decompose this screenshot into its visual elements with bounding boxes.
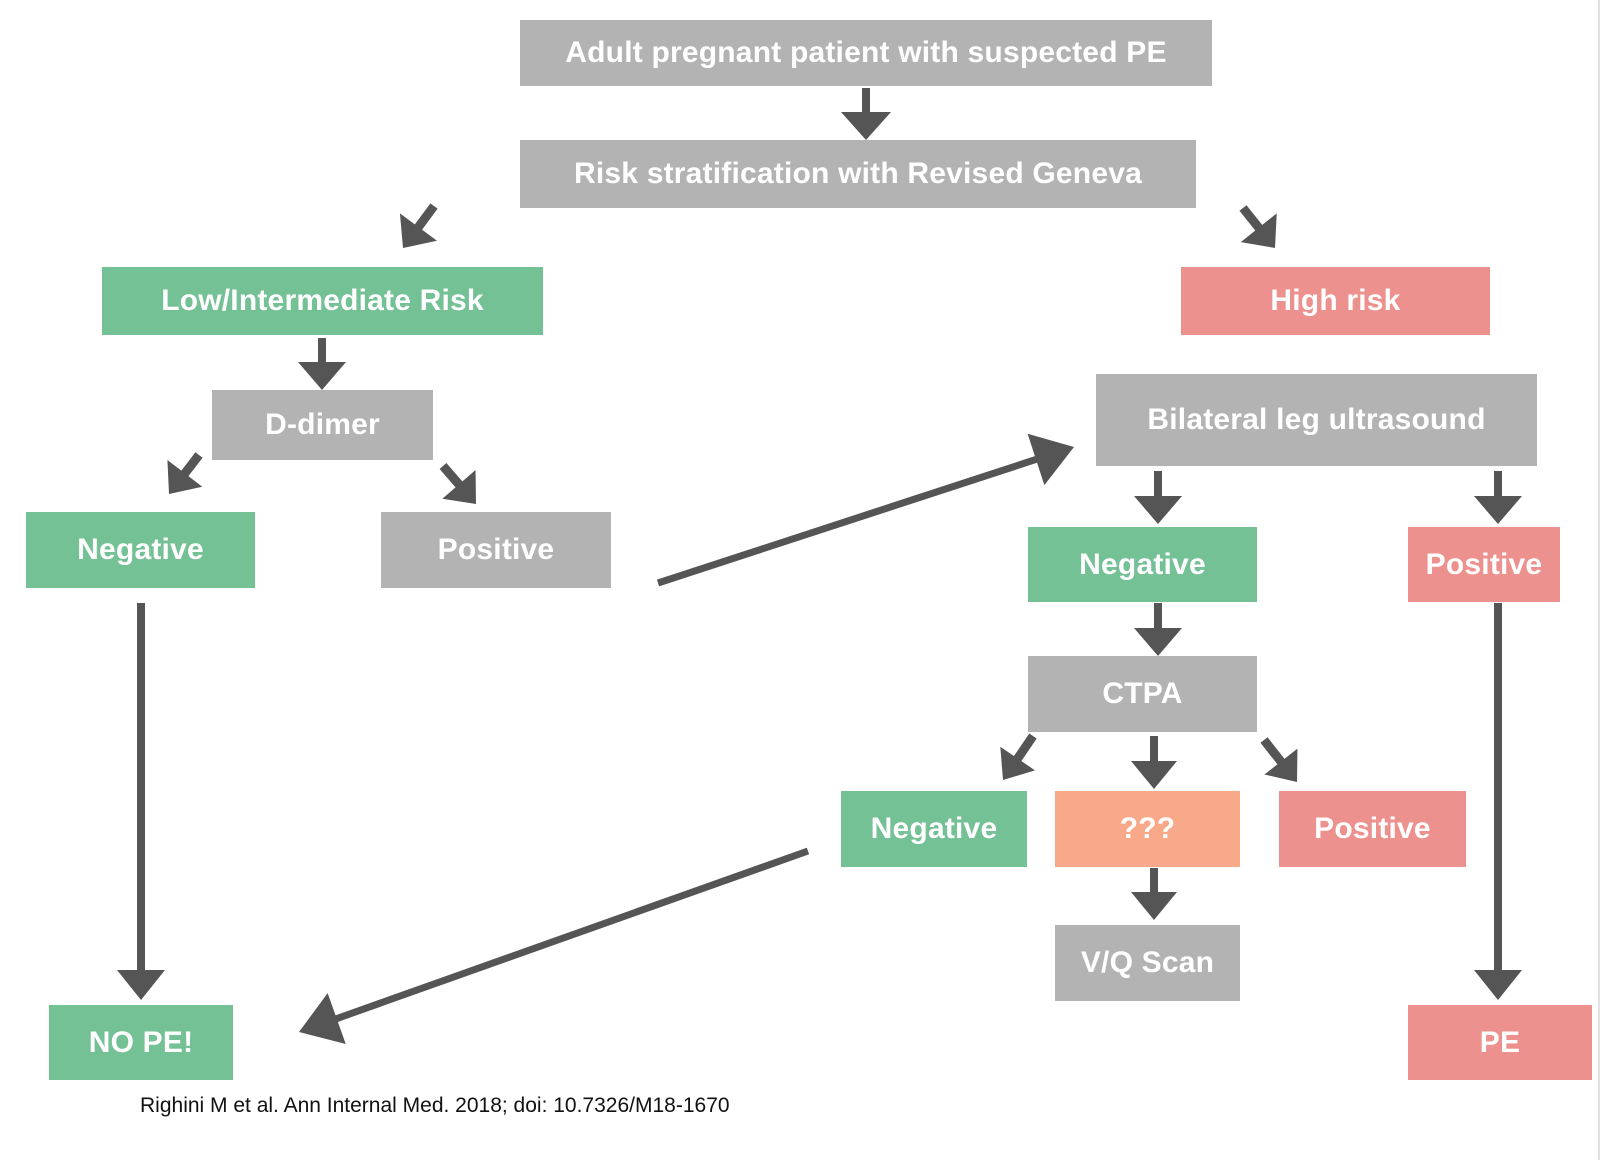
arrow-ultrasound-to-positive	[1474, 471, 1522, 524]
node-ctpa-indeterminate: ???	[1055, 791, 1240, 867]
node-bilateral-leg-ultrasound: Bilateral leg ultrasound	[1096, 374, 1537, 466]
arrow-ctpa-to-positive	[1260, 737, 1298, 782]
node-pe: PE	[1408, 1005, 1592, 1080]
arrow-indeterminate-to-vq	[1131, 868, 1177, 920]
node-risk-stratification: Risk stratification with Revised Geneva	[520, 140, 1196, 208]
arrow-negative-to-ctpa	[1134, 603, 1182, 656]
node-d-dimer-positive: Positive	[381, 512, 611, 588]
node-high-risk: High risk	[1181, 267, 1490, 335]
arrow-risk-to-high	[1239, 205, 1277, 248]
arrow-positive-to-ultrasound	[656, 433, 1074, 587]
arrow-ddimer-to-positive	[439, 463, 476, 504]
arrow-start-to-risk	[841, 88, 891, 140]
arrow-us-positive-to-pe	[1474, 603, 1522, 1000]
arrow-ctpa-negative-to-nope	[299, 847, 810, 1045]
arrow-ctpa-to-negative	[1000, 733, 1037, 780]
arrow-ddimer-negative-to-nope	[117, 603, 165, 1000]
arrow-ctpa-to-indeterminate	[1131, 736, 1177, 789]
node-no-pe: NO PE!	[49, 1005, 233, 1080]
node-ctpa-positive: Positive	[1279, 791, 1466, 867]
node-low-intermediate-risk: Low/Intermediate Risk	[102, 267, 543, 335]
node-d-dimer-negative: Negative	[26, 512, 255, 588]
arrow-ddimer-to-negative	[167, 452, 203, 494]
node-ctpa: CTPA	[1028, 656, 1257, 732]
arrow-low-to-ddimer	[298, 338, 346, 390]
arrow-ultrasound-to-negative	[1134, 471, 1182, 524]
node-ultrasound-negative: Negative	[1028, 527, 1257, 602]
node-ctpa-negative: Negative	[841, 791, 1027, 867]
window-edge-divider	[1598, 0, 1600, 1160]
citation: Righini M et al. Ann Internal Med. 2018;…	[140, 1094, 730, 1117]
node-vq-scan: V/Q Scan	[1055, 925, 1240, 1001]
arrow-risk-to-low	[399, 203, 438, 248]
node-d-dimer: D-dimer	[212, 390, 433, 460]
node-start: Adult pregnant patient with suspected PE	[520, 20, 1212, 86]
node-ultrasound-positive: Positive	[1408, 527, 1560, 602]
